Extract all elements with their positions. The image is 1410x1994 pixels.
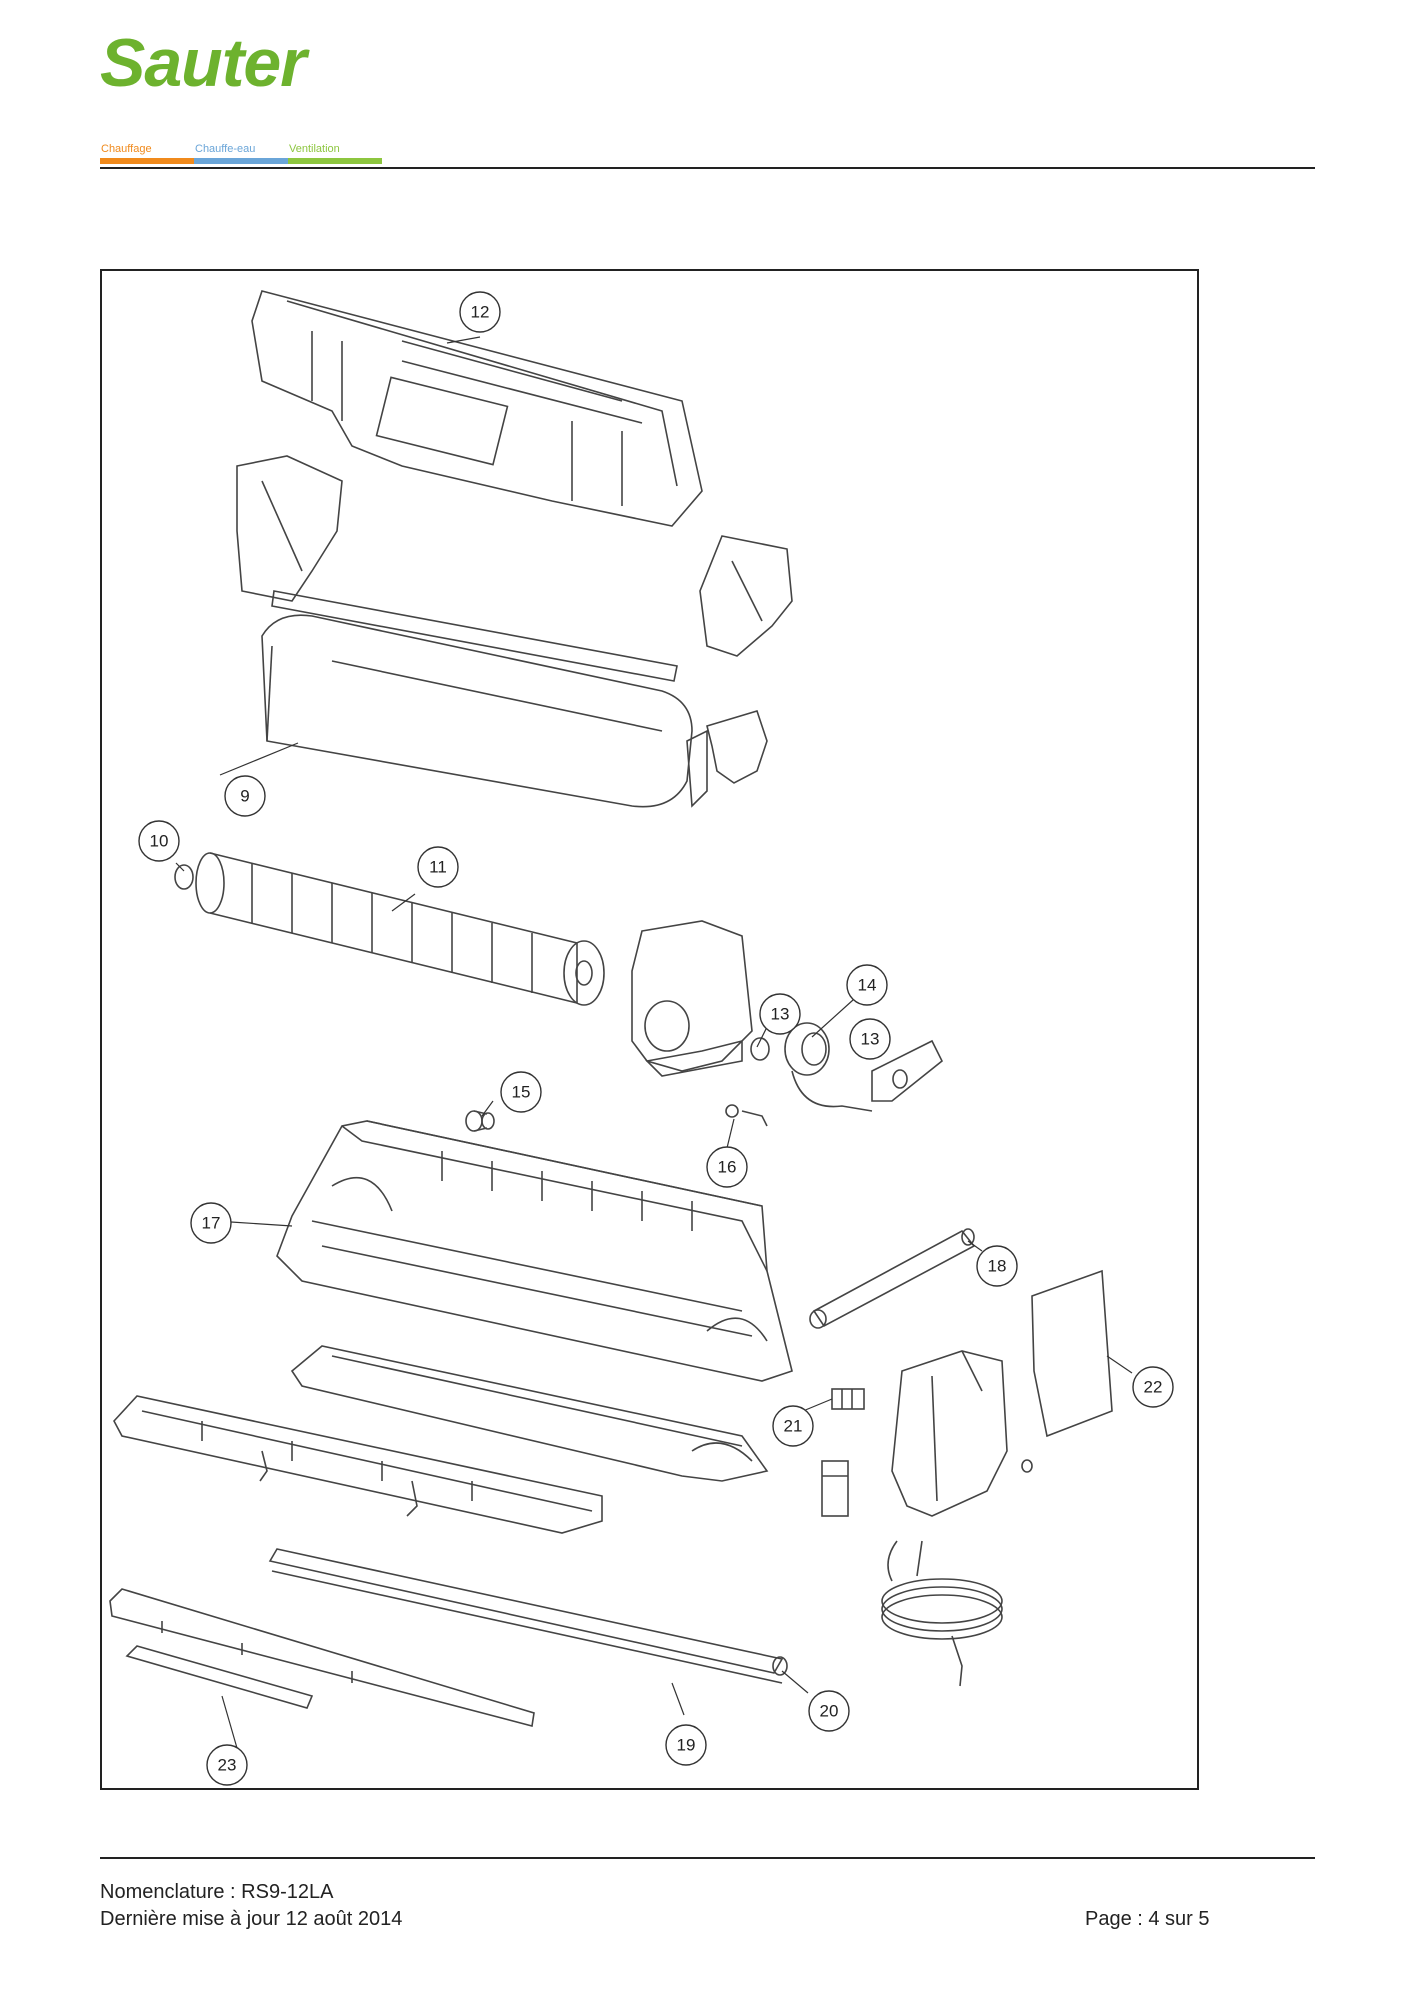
callout-19: 19: [665, 1724, 707, 1766]
callout-17: 17: [190, 1202, 232, 1244]
right-bracket-drawing: [699, 535, 793, 657]
svg-text:18: 18: [988, 1257, 1007, 1276]
logo-text: Sauter: [100, 25, 307, 101]
part-drawings: [109, 290, 1113, 1727]
terminal-block-drawing: [831, 1388, 865, 1410]
svg-text:21: 21: [784, 1417, 803, 1436]
svg-text:11: 11: [429, 858, 447, 877]
fan-motor-drawing: [750, 1022, 944, 1112]
tab-chauffage[interactable]: Chauffage: [100, 140, 194, 164]
svg-text:19: 19: [677, 1736, 696, 1755]
horizontal-louver-drawing: [268, 1548, 788, 1684]
blower-wheel-drawing: [174, 852, 605, 1006]
evaporator-drawing: [261, 590, 768, 808]
svg-text:14: 14: [858, 976, 877, 995]
tab-chauffe-eau[interactable]: Chauffe-eau: [194, 140, 288, 164]
svg-text:15: 15: [512, 1083, 531, 1102]
tab-ventilation[interactable]: Ventilation: [288, 140, 382, 164]
svg-text:9: 9: [240, 787, 249, 806]
svg-text:10: 10: [150, 832, 169, 851]
category-tabs: Chauffage Chauffe-eau Ventilation: [100, 140, 382, 164]
small-parts-drawing: [465, 1104, 768, 1132]
callout-12: 12: [459, 291, 501, 333]
control-box-drawing: [891, 1350, 1033, 1517]
svg-text:13: 13: [861, 1030, 880, 1049]
motor-housing-drawing: [631, 920, 753, 1077]
callout-10: 10: [138, 820, 180, 862]
cover-plate-drawing: [1031, 1269, 1113, 1438]
callout-18: 18: [976, 1245, 1018, 1287]
callout-22: 22: [1132, 1366, 1174, 1408]
chassis-drawing: [276, 1120, 793, 1382]
last-update-label: Dernière mise à jour 12 août 2014: [100, 1908, 403, 1930]
tab-ventilation-bar: [288, 158, 382, 164]
callout-11: 11: [417, 846, 459, 888]
callout-13-left: 13: [759, 993, 801, 1035]
power-cable-drawing: [881, 1540, 1003, 1687]
svg-text:13: 13: [771, 1005, 790, 1024]
tab-chauffage-label: Chauffage: [101, 143, 152, 155]
callout-15: 15: [500, 1071, 542, 1113]
drain-hose-drawing: [809, 1228, 976, 1329]
tab-chauffage-bar: [100, 158, 194, 164]
callout-14: 14: [846, 964, 888, 1006]
tab-chauffe-eau-label: Chauffe-eau: [195, 143, 256, 155]
tab-ventilation-label: Ventilation: [289, 143, 340, 155]
front-frame-drawing: [290, 1345, 769, 1482]
svg-text:22: 22: [1144, 1378, 1163, 1397]
left-bracket-drawing: [236, 455, 343, 602]
receiver-drawing: [821, 1460, 849, 1517]
svg-text:20: 20: [820, 1702, 839, 1721]
nomenclature-label: Nomenclature : RS9-12LA: [100, 1881, 334, 1903]
callout-23: 23: [206, 1744, 248, 1786]
sauter-logo: Sauter: [100, 28, 390, 98]
header-divider: [100, 167, 1315, 169]
lower-rail-drawing: [109, 1588, 535, 1727]
tab-chauffe-eau-bar: [194, 158, 288, 164]
callout-20: 20: [808, 1690, 850, 1732]
leader-lines: [175, 336, 1133, 1756]
callout-13-right: 13: [849, 1018, 891, 1060]
svg-text:23: 23: [218, 1756, 237, 1775]
louver-assembly-drawing: [113, 1395, 603, 1534]
svg-text:17: 17: [202, 1214, 221, 1233]
svg-text:12: 12: [471, 303, 490, 322]
callout-16: 16: [706, 1146, 748, 1188]
callout-21: 21: [772, 1405, 814, 1447]
page-number: Page : 4 sur 5: [1085, 1908, 1210, 1930]
callout-9: 9: [224, 775, 266, 817]
footer-divider: [100, 1857, 1315, 1859]
mounting-plate-drawing: [251, 290, 703, 527]
diagram-svg: 12 9 10 11 13 14 13 15: [109, 290, 1174, 1786]
exploded-view-diagram: 12 9 10 11 13 14 13 15: [100, 269, 1199, 1790]
svg-text:16: 16: [718, 1158, 737, 1177]
